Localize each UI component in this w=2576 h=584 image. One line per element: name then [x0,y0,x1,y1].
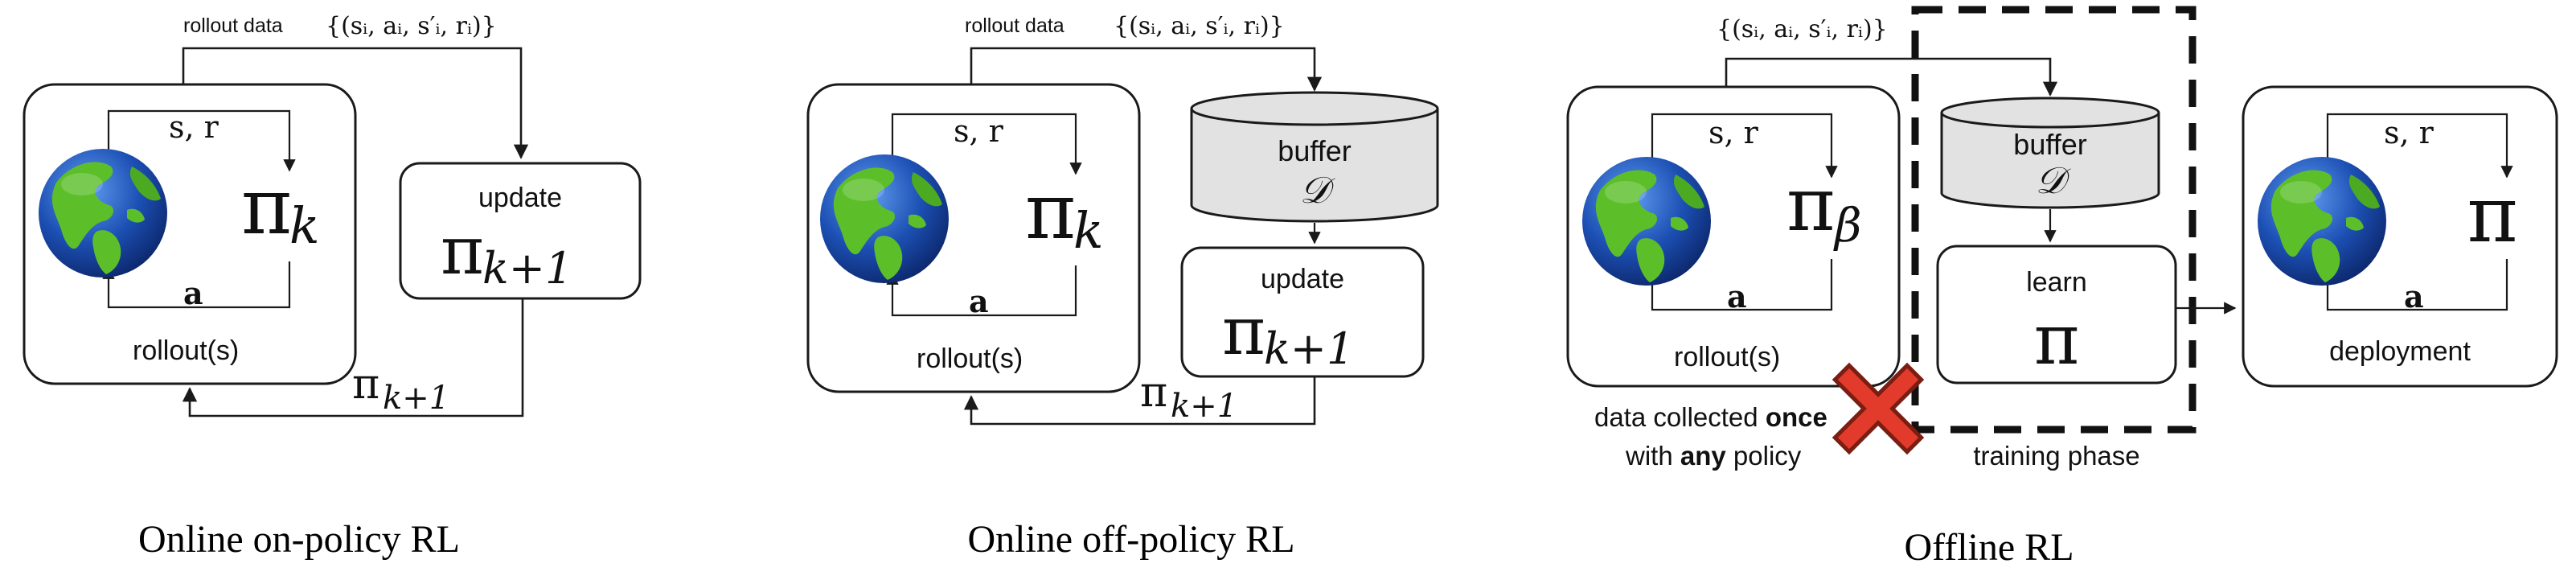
caption-online-off-policy: Online off-policy RL [967,518,1294,561]
rollout-data-arrow [970,47,1323,92]
action-label: a [969,283,989,319]
transition-tuple-label: {(sᵢ, aᵢ, s′ᵢ, rᵢ)} [1114,12,1285,40]
red-cross-icon [1832,362,1925,455]
training-phase-label: training phase [1973,441,2139,471]
training-phase-frame [1911,6,2197,434]
state-reward-arrow [891,113,1082,175]
buffer-label: buffer [2013,128,2086,161]
rollout-data-label: rollout data [183,14,283,37]
feedback-policy-symbol: π [1140,368,1167,417]
policy-feedback-arrow [963,376,1316,426]
panel-offline: {(sᵢ, aᵢ, s′ᵢ, rᵢ)} s, r a π β rollout(s… [1566,6,2558,569]
panel-online-on-policy: rollout data {(sᵢ, aᵢ, s′ᵢ, rᵢ)} s, r a … [23,12,642,561]
deployment-label: deployment [2329,336,2471,367]
data-arrow [1725,57,2058,97]
policy-symbol: π [241,162,292,252]
behavior-policy-symbol: π [1786,162,1835,248]
rollout-label: rollout(s) [133,335,239,366]
learn-label: learn [2026,267,2087,298]
rollout-label: rollout(s) [1674,342,1780,372]
transition-tuple-label: {(sᵢ, aᵢ, s′ᵢ, rᵢ)} [326,12,497,40]
data-collected-note-line2: with any policy [1625,441,1802,471]
feedback-policy-subscript: k+1 [1171,388,1237,425]
learned-policy-symbol: π [2034,300,2080,380]
policy-subscript: k [289,196,320,255]
buffer-cylinder [1190,91,1439,223]
state-reward-label: s, r [954,113,1004,149]
action-label: a [183,275,203,311]
state-reward-label: s, r [1708,115,1759,150]
update-policy-subscript: k+1 [1264,323,1354,374]
buffer-label: buffer [1278,134,1351,167]
earth-environment-icon [39,149,167,278]
feedback-policy-symbol: π [352,360,379,409]
state-reward-label: s, r [2384,115,2434,150]
update-policy-symbol: π [1222,294,1265,370]
policy-symbol: π [1025,167,1076,257]
earth-environment-icon [2258,157,2386,286]
update-policy-subscript: k+1 [482,243,572,294]
rollout-data-label: rollout data [965,14,1064,37]
behavior-policy-subscript: β [1833,198,1862,253]
update-label: update [478,183,562,213]
feedback-policy-subscript: k+1 [383,380,449,417]
panel-online-off-policy: rollout data {(sᵢ, aᵢ, s′ᵢ, rᵢ)} s, r a … [806,12,1439,561]
action-arrow [102,261,291,309]
rollout-data-arrow [182,47,529,159]
state-reward-label: s, r [169,109,219,145]
update-box [1180,246,1425,378]
action-arrow [2321,259,2508,311]
earth-environment-icon [1582,157,1711,286]
caption-offline: Offline RL [1904,526,2074,569]
earth-environment-icon [820,154,949,283]
action-label: a [2404,278,2424,315]
update-box [399,162,642,300]
policy-feedback-arrow [182,298,524,417]
state-reward-arrow [107,109,296,172]
buffer-cylinder [1940,97,2160,209]
caption-online-on-policy: Online on-policy RL [138,518,460,561]
action-label: a [1727,278,1747,315]
action-arrow [1646,259,1833,311]
update-policy-symbol: π [441,213,484,290]
data-collected-note-line1: data collected once [1594,402,1827,432]
policy-subscript: k [1073,201,1104,260]
action-arrow [886,265,1077,317]
state-reward-arrow [1651,113,1838,179]
update-label: update [1261,264,1344,294]
learn-box [1936,245,2177,385]
rollout-label: rollout(s) [917,343,1023,374]
transition-tuple-label: {(sᵢ, aᵢ, s′ᵢ, rᵢ)} [1717,15,1888,43]
deployed-policy-symbol: π [2467,170,2517,260]
state-reward-arrow [2326,113,2513,179]
